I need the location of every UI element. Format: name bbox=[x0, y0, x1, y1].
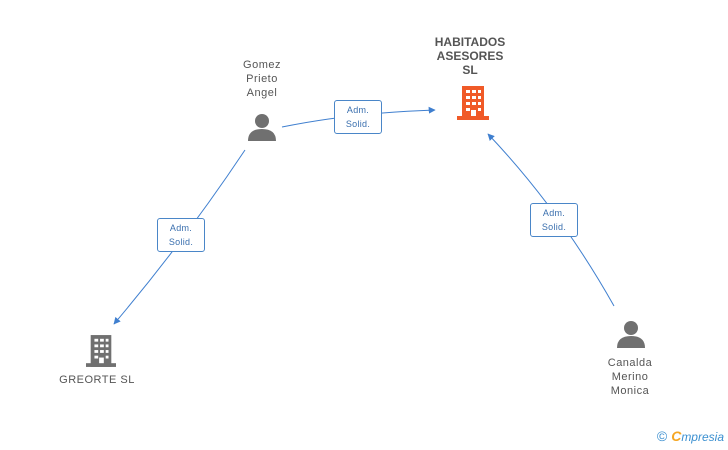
building-icon[interactable] bbox=[86, 334, 116, 368]
person-gomez-label[interactable]: Gomez Prieto Angel bbox=[222, 58, 302, 100]
badge-line: Adm. bbox=[346, 105, 370, 115]
badge-line: Solid. bbox=[345, 119, 371, 129]
person-icon[interactable] bbox=[248, 113, 276, 141]
label-line: GREORTE SL bbox=[59, 374, 135, 386]
role-badge-gomez-greorte[interactable]: Adm. Solid. bbox=[157, 218, 205, 252]
company-greorte-label[interactable]: GREORTE SL bbox=[52, 373, 142, 387]
label-line: Angel bbox=[246, 87, 278, 99]
label-line: Merino bbox=[611, 371, 649, 383]
copyright-symbol: © bbox=[656, 428, 668, 444]
company-habitados-label[interactable]: HABITADOS ASESORES SL bbox=[420, 35, 520, 77]
badge-line: Solid. bbox=[168, 237, 194, 247]
badge-line: Solid. bbox=[541, 222, 567, 232]
badge-line: Adm. bbox=[542, 208, 566, 218]
label-line: HABITADOS bbox=[434, 35, 506, 49]
brand-name: mpresia bbox=[681, 430, 724, 444]
label-line: Monica bbox=[610, 385, 650, 397]
brand-footer[interactable]: ©Cmpresia bbox=[657, 428, 724, 444]
person-canalda-label[interactable]: Canalda Merino Monica bbox=[590, 356, 670, 398]
label-line: Prieto bbox=[246, 73, 278, 85]
building-icon[interactable] bbox=[457, 86, 489, 120]
brand-initial: C bbox=[671, 428, 682, 444]
role-badge-canalda-habitados[interactable]: Adm. Solid. bbox=[530, 203, 578, 237]
badge-line: Adm. bbox=[169, 223, 193, 233]
label-line: Canalda bbox=[607, 357, 653, 369]
label-line: ASESORES bbox=[436, 49, 504, 63]
label-line: Gomez bbox=[243, 59, 281, 71]
label-line: SL bbox=[462, 63, 478, 77]
role-badge-gomez-habitados[interactable]: Adm. Solid. bbox=[334, 100, 382, 134]
person-icon[interactable] bbox=[617, 320, 645, 348]
